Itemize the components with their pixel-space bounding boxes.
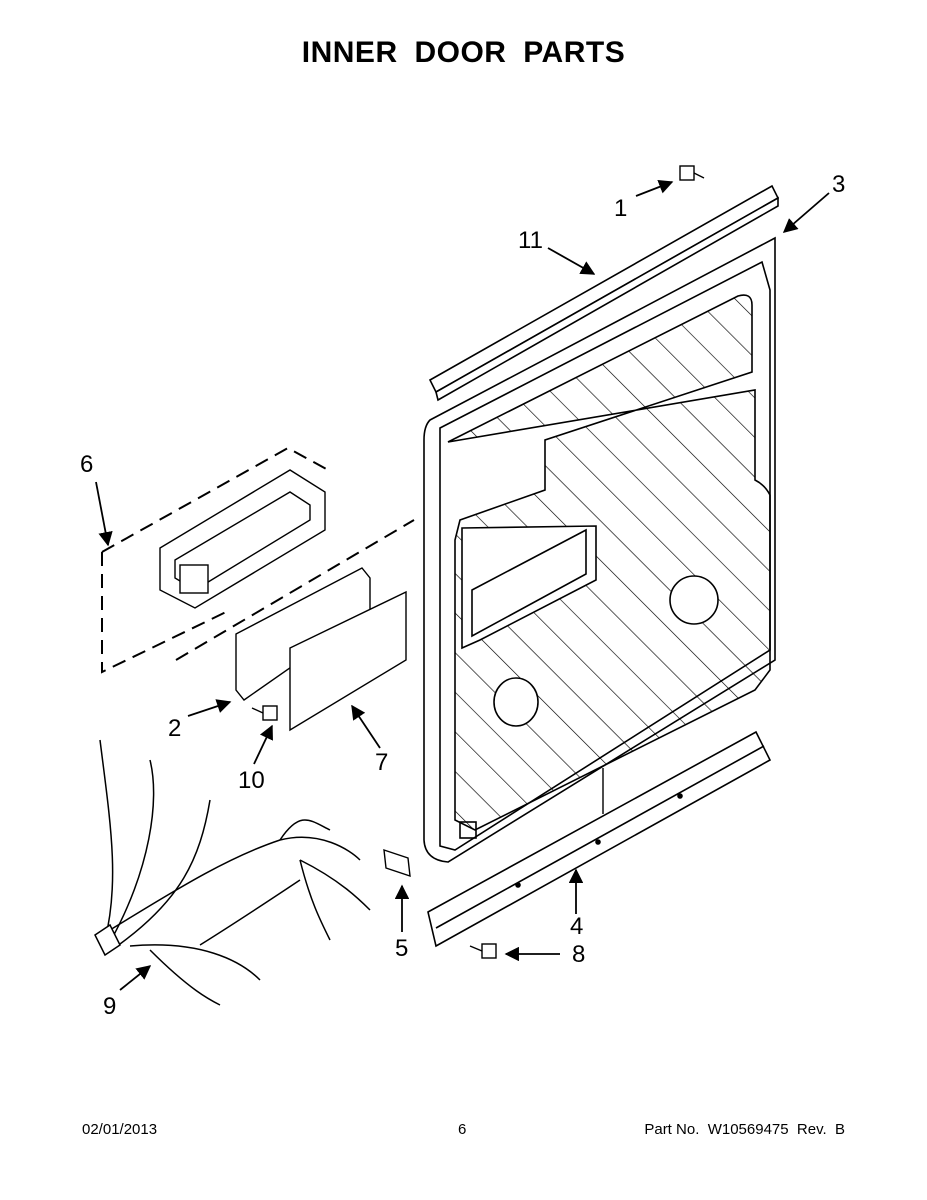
control-housing — [159, 469, 326, 609]
footer-date: 02/01/2013 — [82, 1121, 158, 1138]
leader-lines — [95, 179, 830, 991]
callout-1: 1 — [614, 195, 627, 222]
callout-9: 9 — [103, 993, 116, 1020]
dashed-bracket-6 — [101, 446, 415, 674]
page-title: INNER DOOR PARTS — [301, 36, 626, 69]
screw-part-10 — [251, 705, 278, 721]
wire-harness — [94, 739, 371, 1006]
top-rail — [428, 184, 780, 402]
board-part-7 — [289, 590, 407, 732]
callout-5: 5 — [395, 935, 408, 962]
callout-6: 6 — [80, 451, 93, 478]
inner-door-panel — [423, 236, 776, 863]
callout-8: 8 — [572, 941, 585, 968]
callout-2: 2 — [168, 715, 181, 742]
footer-part-number: Part No. W10569475 Rev. B — [644, 1121, 845, 1138]
callout-7: 7 — [375, 749, 388, 776]
callout-3: 3 — [832, 171, 845, 198]
callout-10: 10 — [238, 767, 265, 794]
clip-part-5 — [383, 848, 411, 878]
callout-11: 11 — [518, 227, 543, 254]
callout-4: 4 — [570, 913, 583, 940]
footer-page-number: 6 — [458, 1121, 467, 1138]
bottom-rail — [427, 730, 772, 948]
screw-part-8 — [469, 943, 497, 959]
screw-part-1 — [679, 165, 705, 181]
